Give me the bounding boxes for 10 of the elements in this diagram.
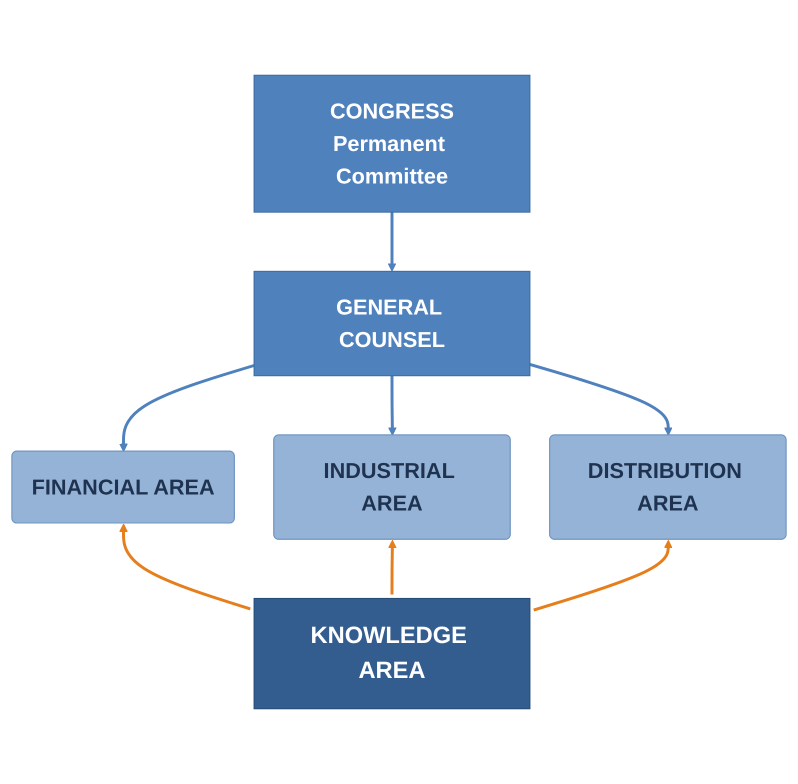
arrow — [388, 540, 397, 594]
node-box: CONGRESS Permanent Committee — [254, 74, 530, 213]
node-box: GENERAL COUNSEL — [254, 270, 530, 376]
node-box: KNOWLEDGE AREA — [254, 598, 530, 710]
arrow — [533, 540, 673, 612]
arrow — [388, 376, 397, 436]
arrow — [119, 364, 254, 452]
arrow — [530, 363, 673, 436]
arrow — [119, 524, 251, 610]
arrow — [388, 212, 396, 272]
